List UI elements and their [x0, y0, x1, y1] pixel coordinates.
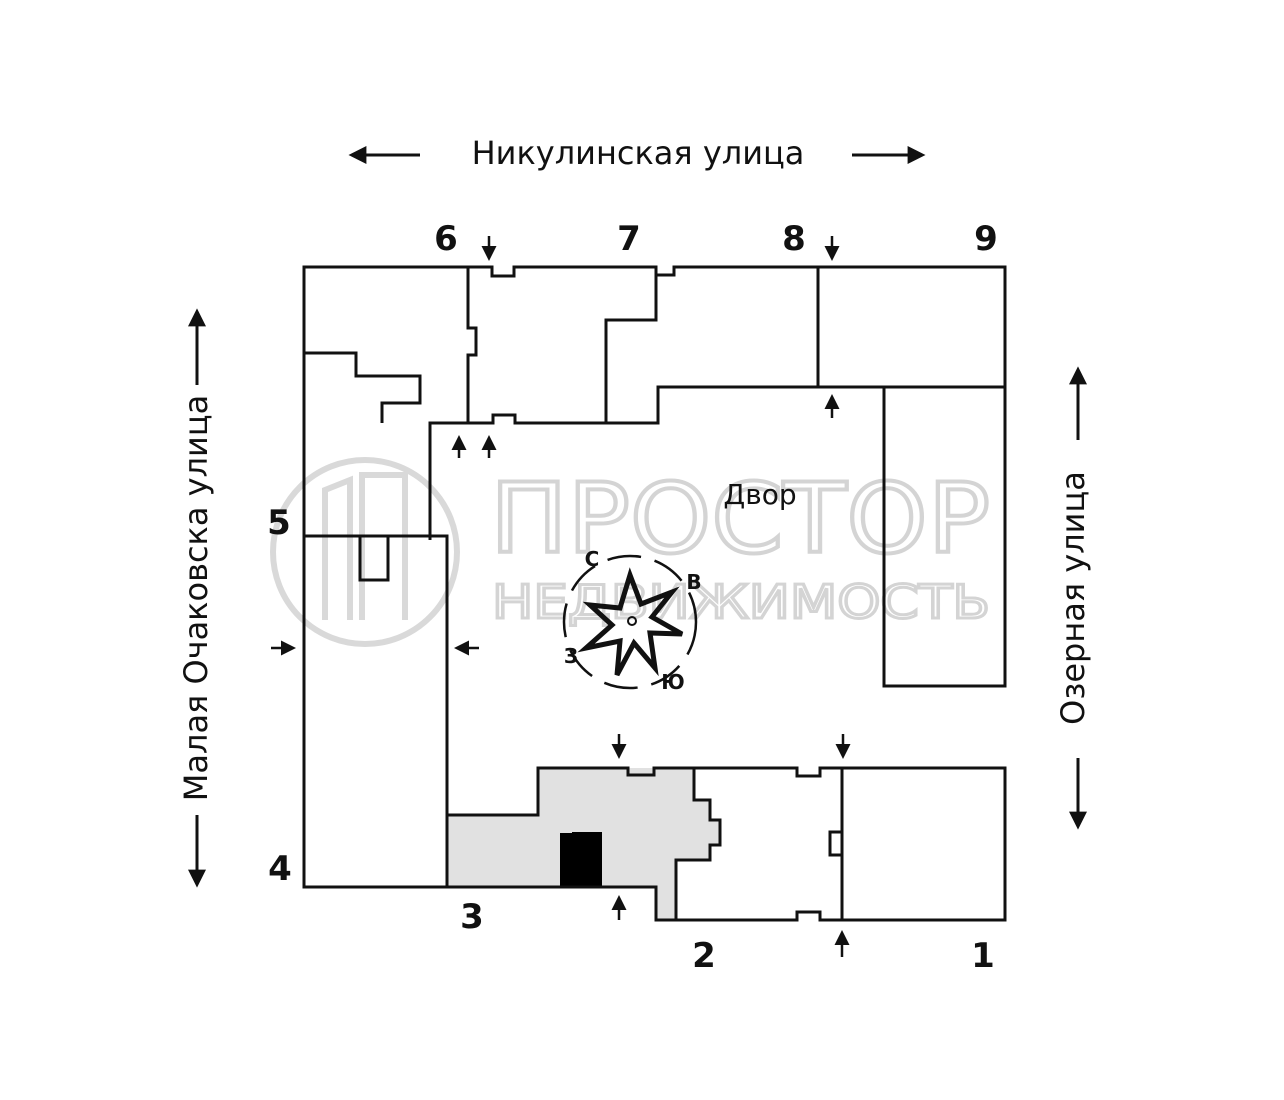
section-number-5: 5 — [267, 503, 291, 543]
north-street-label: Никулинская улица — [472, 134, 805, 172]
section-number-4: 4 — [268, 849, 292, 889]
section-1-2-divider — [828, 768, 844, 920]
compass-east-label: В — [686, 570, 701, 594]
section-7-8-divider — [604, 267, 658, 423]
compass-south-label: Ю — [661, 670, 684, 694]
compass-center — [627, 616, 637, 626]
section-number-7: 7 — [617, 219, 641, 259]
watermark-logo-icon — [270, 457, 460, 647]
east-wing-outline — [882, 385, 1007, 688]
compass-west-label: З — [564, 644, 578, 668]
building-outlines — [302, 265, 1007, 922]
section-number-2: 2 — [692, 936, 716, 976]
watermark: ПРОСТОР НЕДВИЖИМОСТЬ — [270, 457, 992, 647]
section-number-3: 3 — [460, 897, 484, 937]
section-number-9: 9 — [974, 219, 998, 259]
yard-label: Двор — [723, 478, 796, 511]
section-2-outline — [674, 768, 722, 920]
section-5-notch — [358, 536, 390, 582]
south-wing-outline — [447, 766, 1007, 922]
section-number-1: 1 — [971, 936, 995, 976]
watermark-subtitle: НЕДВИЖИМОСТЬ — [492, 575, 990, 629]
watermark-logo-inner-icon — [322, 472, 408, 620]
section-number-6: 6 — [434, 219, 458, 259]
entrance-arrows — [271, 236, 851, 957]
section-6-inner-outline — [304, 351, 422, 423]
west-street-label: Малая Очаковска улица — [177, 395, 215, 801]
compass-north-label: С — [585, 547, 600, 571]
section-6-7-divider — [466, 267, 478, 423]
compass-dashed-ring — [562, 554, 698, 690]
section-number-8: 8 — [782, 219, 806, 259]
watermark-title: ПРОСТОР — [490, 463, 990, 575]
compass-star-icon — [577, 567, 684, 677]
compass-rose: С В Ю З — [562, 547, 702, 694]
east-street-label: Озерная улица — [1054, 471, 1092, 725]
selected-unit-marker-cap — [572, 832, 602, 842]
